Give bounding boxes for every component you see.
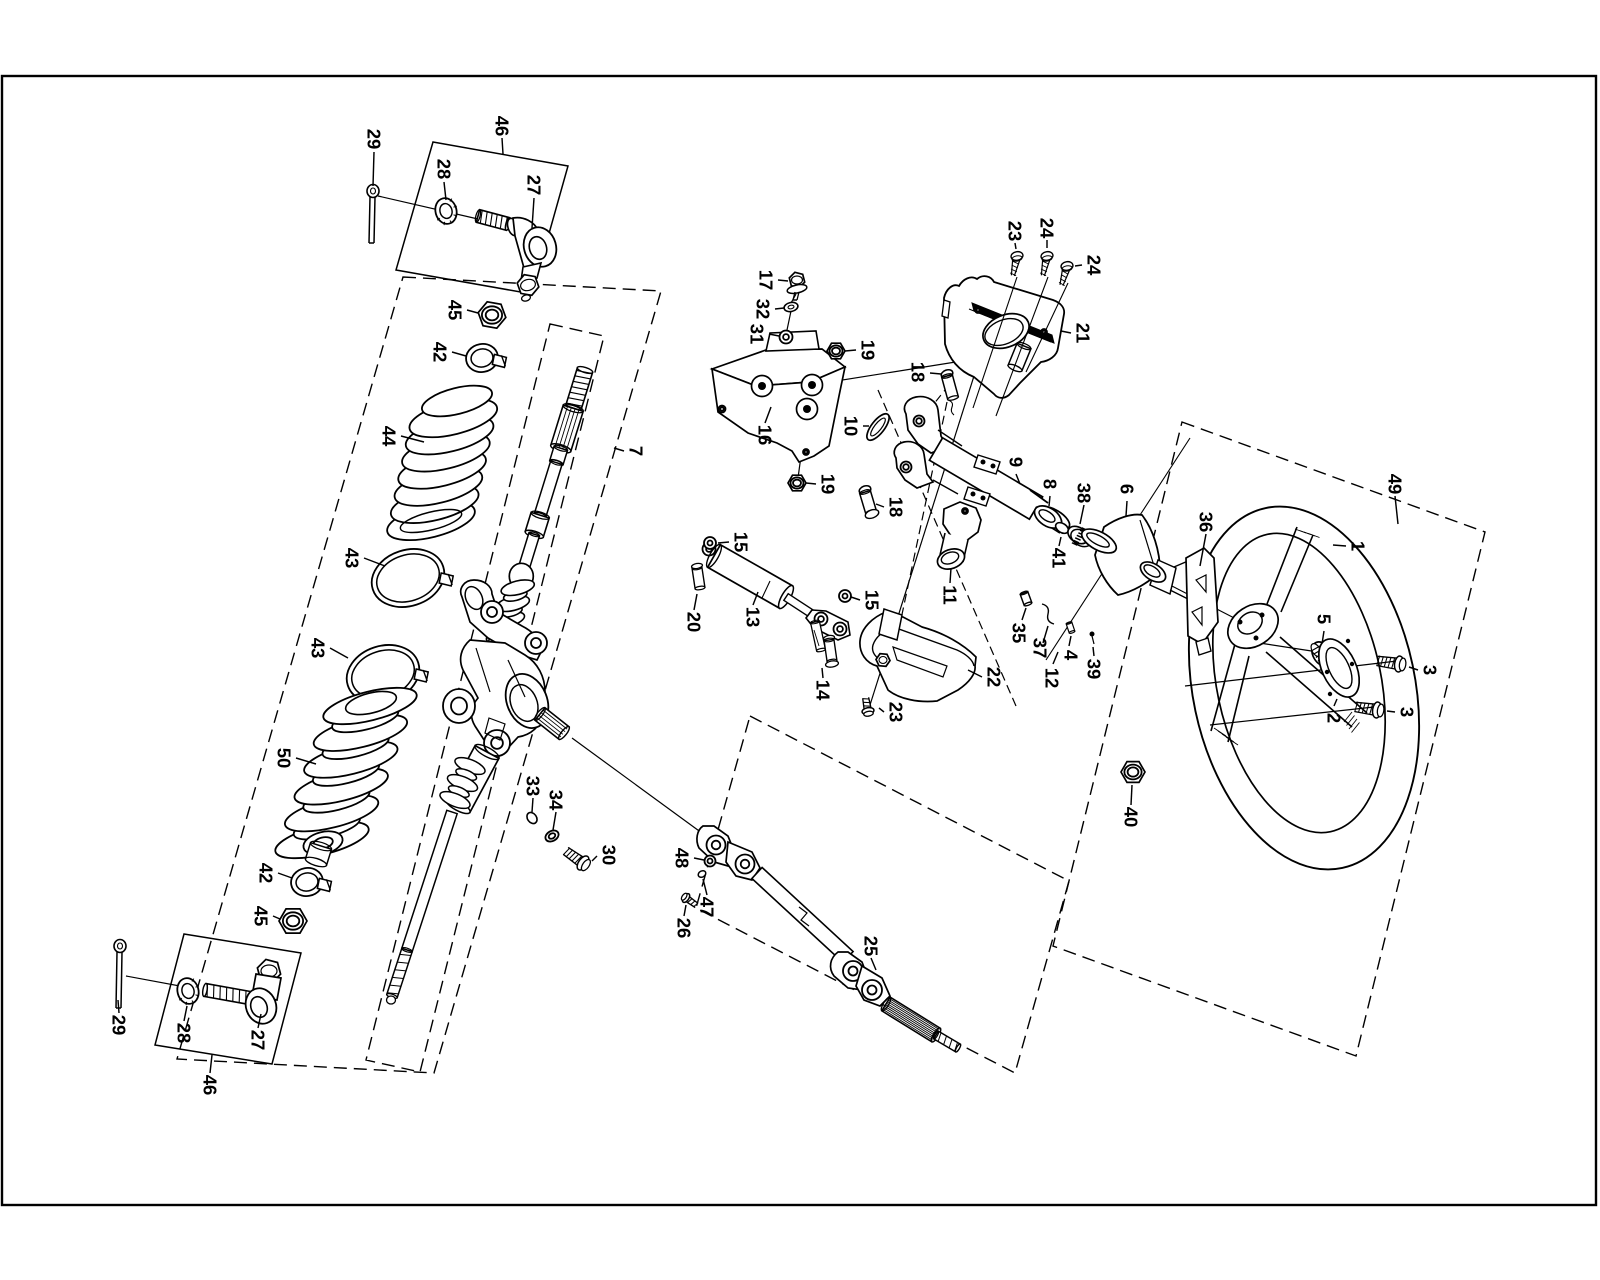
svg-text:18: 18 bbox=[907, 362, 928, 383]
svg-text:8: 8 bbox=[1039, 479, 1060, 489]
svg-text:42: 42 bbox=[429, 342, 450, 363]
svg-text:14: 14 bbox=[812, 680, 833, 701]
svg-text:46: 46 bbox=[199, 1075, 220, 1096]
svg-text:1: 1 bbox=[1347, 541, 1368, 551]
svg-text:29: 29 bbox=[108, 1015, 129, 1036]
svg-text:23: 23 bbox=[885, 702, 906, 723]
svg-text:42: 42 bbox=[255, 863, 276, 884]
svg-text:15: 15 bbox=[730, 532, 751, 553]
svg-text:31: 31 bbox=[746, 324, 767, 345]
svg-text:37: 37 bbox=[1029, 638, 1050, 659]
svg-text:11: 11 bbox=[939, 585, 960, 605]
svg-text:12: 12 bbox=[1041, 668, 1062, 689]
svg-text:45: 45 bbox=[250, 906, 271, 927]
svg-text:41: 41 bbox=[1048, 548, 1069, 569]
svg-text:25: 25 bbox=[860, 936, 881, 957]
svg-text:38: 38 bbox=[1073, 483, 1094, 504]
svg-text:15: 15 bbox=[861, 590, 882, 611]
svg-text:26: 26 bbox=[673, 918, 694, 939]
svg-text:7: 7 bbox=[625, 446, 646, 456]
svg-text:5: 5 bbox=[1313, 614, 1334, 624]
svg-text:27: 27 bbox=[523, 175, 544, 196]
svg-text:23: 23 bbox=[1004, 221, 1025, 242]
svg-text:9: 9 bbox=[1005, 457, 1026, 467]
svg-text:29: 29 bbox=[363, 129, 384, 150]
svg-text:17: 17 bbox=[755, 270, 776, 291]
svg-text:28: 28 bbox=[173, 1023, 194, 1044]
svg-text:2: 2 bbox=[1323, 713, 1344, 723]
svg-text:3: 3 bbox=[1419, 665, 1440, 675]
svg-text:43: 43 bbox=[341, 548, 362, 569]
svg-text:40: 40 bbox=[1120, 807, 1141, 828]
svg-text:44: 44 bbox=[378, 426, 399, 447]
svg-text:48: 48 bbox=[671, 848, 692, 869]
svg-text:39: 39 bbox=[1083, 659, 1104, 680]
svg-text:34: 34 bbox=[545, 790, 566, 811]
svg-text:19: 19 bbox=[817, 474, 838, 495]
svg-text:24: 24 bbox=[1083, 255, 1104, 276]
svg-text:45: 45 bbox=[444, 300, 465, 321]
svg-text:46: 46 bbox=[491, 116, 512, 137]
svg-text:20: 20 bbox=[683, 612, 704, 633]
svg-text:35: 35 bbox=[1008, 623, 1029, 644]
svg-text:33: 33 bbox=[522, 776, 543, 797]
svg-text:32: 32 bbox=[752, 299, 773, 320]
svg-text:28: 28 bbox=[433, 159, 454, 180]
svg-text:16: 16 bbox=[754, 425, 775, 446]
svg-text:43: 43 bbox=[307, 638, 328, 659]
svg-text:36: 36 bbox=[1195, 512, 1216, 533]
svg-text:27: 27 bbox=[247, 1030, 268, 1051]
svg-text:13: 13 bbox=[742, 607, 763, 628]
svg-text:22: 22 bbox=[983, 667, 1004, 688]
svg-text:49: 49 bbox=[1384, 474, 1405, 495]
svg-text:19: 19 bbox=[857, 340, 878, 361]
svg-text:50: 50 bbox=[273, 748, 294, 769]
svg-text:21: 21 bbox=[1072, 323, 1093, 344]
svg-text:3: 3 bbox=[1396, 707, 1417, 717]
svg-text:47: 47 bbox=[696, 897, 717, 918]
svg-text:24: 24 bbox=[1036, 218, 1057, 239]
svg-text:6: 6 bbox=[1116, 484, 1137, 494]
svg-text:30: 30 bbox=[598, 845, 619, 866]
svg-text:4: 4 bbox=[1060, 650, 1081, 661]
svg-text:10: 10 bbox=[840, 416, 861, 437]
svg-text:18: 18 bbox=[885, 497, 906, 518]
